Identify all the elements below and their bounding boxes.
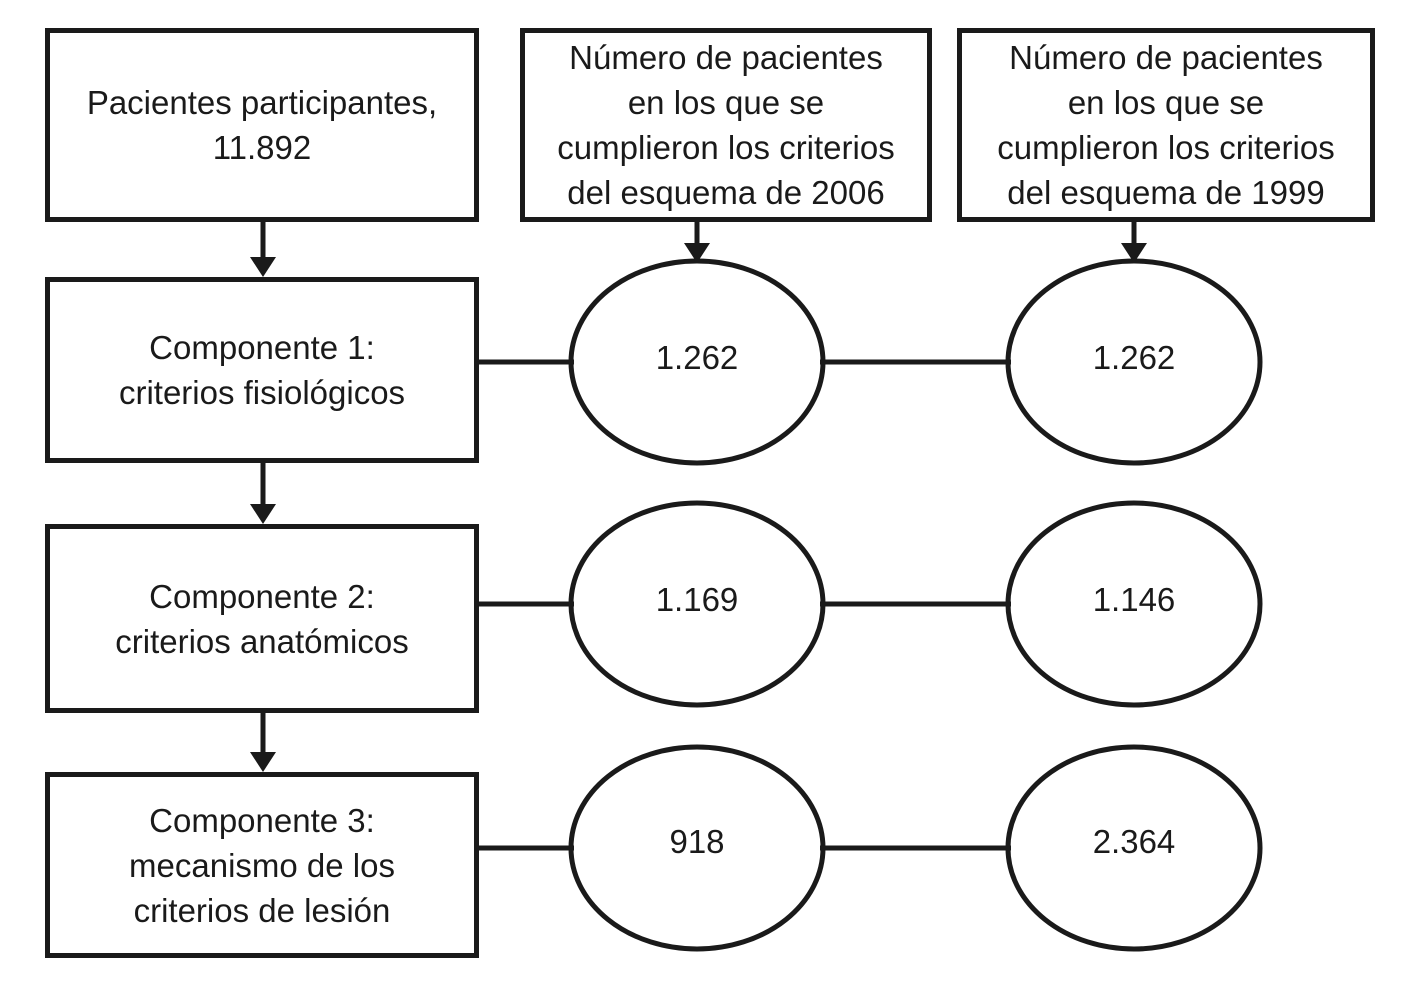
arrow-participants-to-component1 (250, 222, 276, 277)
value-1999-component-3: 2.364 (1092, 822, 1176, 860)
component-1-box: Componente 1: criterios fisiológicos (45, 277, 479, 463)
value-1999-component-1: 1.262 (1092, 338, 1176, 376)
component-2-box: Componente 2: criterios anatómicos (45, 524, 479, 713)
participants-box: Pacientes participantes, 11.892 (45, 28, 479, 222)
value-2006-component-1: 1.262 (655, 338, 739, 376)
value-2006-component-3: 918 (669, 822, 725, 860)
arrow-component1-to-component2 (250, 463, 276, 524)
scheme-1999-header-box: Número de pacientes en los que se cumpli… (957, 28, 1375, 222)
component-3-box: Componente 3: mecanismo de los criterios… (45, 772, 479, 958)
value-1999-component-2: 1.146 (1092, 580, 1176, 618)
arrow-component2-to-component3 (250, 713, 276, 772)
arrow-header1999-to-ellipse (1121, 222, 1147, 263)
value-2006-component-2: 1.169 (655, 580, 739, 618)
scheme-2006-header-box: Número de pacientes en los que se cumpli… (520, 28, 932, 222)
arrow-header2006-to-ellipse (684, 222, 710, 263)
